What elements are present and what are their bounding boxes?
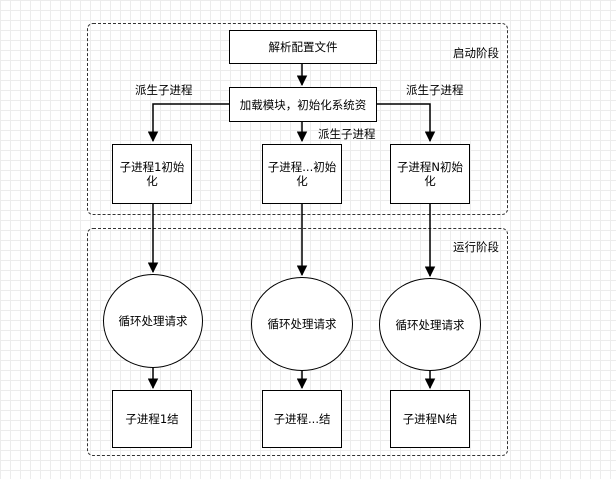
runtime-stage-container bbox=[87, 228, 508, 456]
edge-fork-right bbox=[376, 103, 436, 143]
runtime-stage-label: 运行阶段 bbox=[453, 240, 499, 254]
childn-end-box: 子进程N结 bbox=[390, 390, 470, 448]
edge-fork-left bbox=[147, 103, 229, 143]
childx-end-box: 子进程...结 bbox=[262, 390, 342, 448]
loopx-oval: 循环处理请求 bbox=[251, 277, 353, 371]
child1-end-box: 子进程1结 bbox=[112, 390, 192, 448]
loop1-oval: 循环处理请求 bbox=[103, 274, 203, 368]
startup-stage-container bbox=[87, 23, 508, 215]
parse-config-box: 解析配置文件 bbox=[229, 30, 377, 64]
fork-label-right: 派生子进程 bbox=[406, 83, 464, 97]
childx-init-box: 子进程...初始化 bbox=[262, 144, 342, 204]
loopn-oval: 循环处理请求 bbox=[379, 278, 481, 371]
load-modules-box: 加载模块，初始化系统资 bbox=[229, 87, 377, 122]
startup-stage-label: 启动阶段 bbox=[453, 46, 499, 60]
fork-label-left: 派生子进程 bbox=[135, 83, 193, 97]
fork-label-middle: 派生子进程 bbox=[318, 127, 376, 141]
childn-init-box: 子进程N初始化 bbox=[390, 144, 470, 204]
child1-init-box: 子进程1初始化 bbox=[112, 144, 192, 204]
